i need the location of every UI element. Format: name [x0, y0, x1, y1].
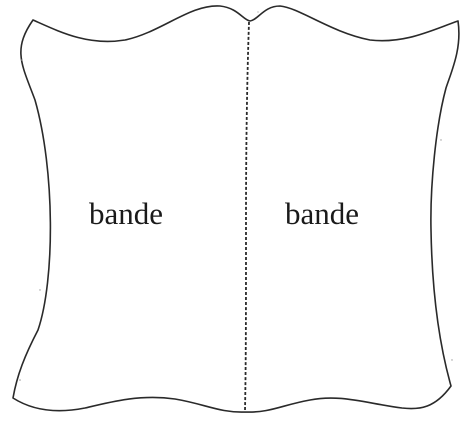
- scan-specks: [19, 11, 452, 380]
- region-label-right: bande: [285, 198, 359, 229]
- hide-outline: [13, 6, 459, 412]
- region-label-left: bande: [89, 198, 163, 229]
- center-divider-line: [245, 22, 249, 411]
